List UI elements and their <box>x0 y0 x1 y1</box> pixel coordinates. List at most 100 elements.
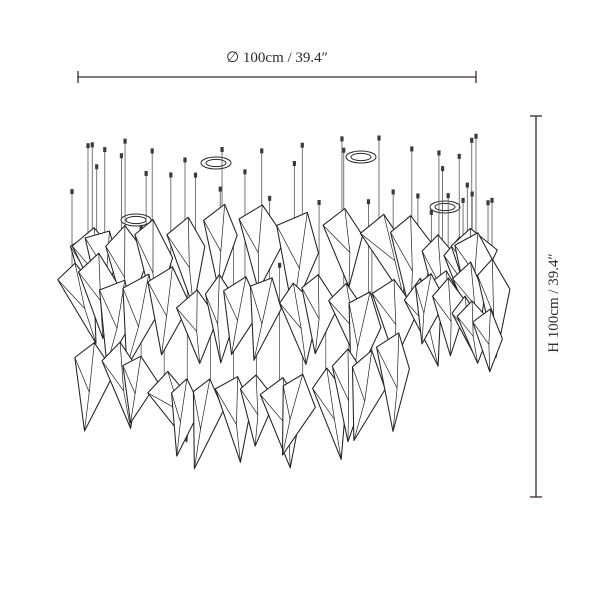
canopy <box>429 200 461 214</box>
width-dimension: ∅ 100cm / 39.4″ <box>77 50 477 83</box>
petal <box>166 216 206 308</box>
wire-clip <box>150 148 154 154</box>
wire-clip <box>470 191 474 197</box>
petal-fold <box>57 279 86 309</box>
wire-clip <box>416 193 420 199</box>
petal-fold <box>122 365 136 394</box>
petal-fold <box>250 285 263 325</box>
wire-clip <box>169 172 173 178</box>
petal-fold <box>312 388 335 420</box>
petal-fold <box>456 315 474 337</box>
petal-fold <box>301 287 320 320</box>
petal-outline <box>376 332 410 432</box>
petal-fold <box>215 388 237 425</box>
petal-outline <box>472 308 503 373</box>
wire-clip <box>70 189 74 195</box>
height-label: H 100cm / 39.4″ <box>546 253 562 353</box>
petal-fold <box>205 294 219 325</box>
petal-fold <box>282 385 291 420</box>
wire-clip <box>474 133 478 139</box>
wire-clip <box>220 147 224 153</box>
wire-clip <box>490 197 494 203</box>
wire-clip <box>377 135 381 141</box>
wire-clip <box>391 189 395 195</box>
petal-fold <box>432 296 452 322</box>
petal-fold <box>344 208 351 288</box>
wire-clip <box>268 195 272 201</box>
petal-fold <box>78 271 101 302</box>
petal-fold <box>471 300 478 364</box>
wire-clip <box>86 143 90 149</box>
petal-fold <box>415 285 425 314</box>
petal-fold <box>282 374 304 456</box>
petal <box>472 308 503 373</box>
wire-clip <box>340 136 344 142</box>
petal-fold <box>203 220 222 252</box>
petal-fold <box>134 234 154 274</box>
petal-fold <box>314 274 320 354</box>
wire-clip <box>366 199 371 205</box>
petal-fold <box>348 302 359 347</box>
petal-fold <box>390 232 413 272</box>
petal-fold <box>353 350 373 441</box>
petal-fold <box>276 225 300 269</box>
petal-fold <box>130 356 142 423</box>
wire-clip <box>410 146 414 152</box>
petal-fold <box>171 392 181 423</box>
crystal-petals <box>57 203 511 470</box>
wire-clip <box>292 161 296 167</box>
petal-fold <box>238 218 259 254</box>
wire-clip <box>183 157 187 163</box>
wire-clip <box>103 147 107 153</box>
petal-fold <box>472 321 490 345</box>
ceiling-canopies <box>120 150 461 227</box>
wire-clip <box>317 200 321 206</box>
petal-fold <box>477 275 494 315</box>
petal-fold <box>279 302 302 329</box>
wire-clip <box>465 182 469 188</box>
petal-fold <box>488 308 491 372</box>
petal-fold <box>99 289 118 329</box>
wire-clip <box>470 137 474 143</box>
petal-fold <box>176 307 197 332</box>
petal <box>376 332 410 432</box>
petal-fold <box>122 287 139 327</box>
wire-clip <box>342 147 346 153</box>
petal-fold <box>448 277 452 356</box>
petal-fold <box>360 233 396 262</box>
petal-fold <box>217 274 222 363</box>
petal <box>249 277 282 361</box>
petal-fold <box>147 281 167 317</box>
petal-fold <box>352 366 366 402</box>
wire-clip <box>119 153 124 159</box>
petal <box>122 273 159 368</box>
petal-fold <box>223 290 238 321</box>
canopy <box>345 150 377 164</box>
canopy <box>200 156 232 170</box>
petal <box>281 373 316 456</box>
petal-fold <box>74 263 97 344</box>
petal-fold <box>166 234 190 268</box>
wire-clip <box>260 148 264 154</box>
wire-clip <box>300 142 304 148</box>
height-dimension: H 100cm / 39.4″ <box>530 115 562 498</box>
wire-clip <box>95 164 99 170</box>
petal-fold <box>240 388 259 415</box>
petal-fold <box>371 293 397 325</box>
petal-fold <box>231 276 247 355</box>
wire-clip <box>461 197 465 203</box>
wire-clip <box>440 166 445 172</box>
petal-fold <box>74 357 90 393</box>
wire-clip <box>218 186 222 192</box>
petal-outline <box>281 373 316 456</box>
wire-clip <box>144 170 148 176</box>
petal-fold <box>105 246 125 278</box>
petal <box>351 350 386 442</box>
wire-clip <box>243 169 247 175</box>
petal-fold <box>452 278 475 305</box>
petal-fold <box>292 283 307 365</box>
wire-clip <box>123 138 127 144</box>
wire-clip <box>193 172 198 178</box>
wire-clip <box>437 150 441 156</box>
